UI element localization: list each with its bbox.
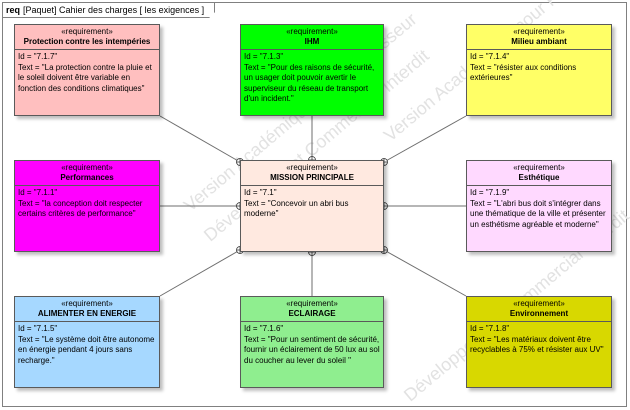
requirement-name: Milieu ambiant	[511, 37, 567, 46]
requirement-name: Environnement	[509, 309, 569, 318]
requirement-id: Id = "7.1.6"	[244, 324, 284, 333]
requirement-id: Id = "7.1.5"	[18, 324, 58, 333]
requirement-ihm[interactable]: «requirement»IHM Id = "7.1.3"Text = "Pou…	[240, 24, 384, 116]
requirement-mission-principale[interactable]: «requirement»MISSION PRINCIPALE Id = "7.…	[240, 160, 384, 252]
link-eclairage	[308, 248, 316, 296]
requirement-text: Text = "résister aux conditions extérieu…	[470, 62, 577, 83]
requirement-name: ALIMENTER EN ENERGIE	[37, 309, 137, 318]
requirement-id: Id = "7.1"	[244, 188, 277, 197]
link-energie	[159, 246, 244, 297]
frame-title: [Paquet] Cahier des charges [ les exigen…	[23, 5, 205, 15]
requirement-alimenter-energie[interactable]: «requirement»ALIMENTER EN ENERGIE Id = "…	[14, 296, 160, 388]
requirement-text: Text = "Concevoir un abri bus moderne"	[244, 198, 349, 219]
requirement-name: MISSION PRINCIPALE	[270, 173, 354, 182]
stereotype-label: «requirement»	[61, 163, 113, 172]
stereotype-label: «requirement»	[286, 163, 338, 172]
stereotype-label: «requirement»	[61, 27, 113, 36]
link-performances	[160, 202, 244, 210]
requirement-intemperies[interactable]: «requirement»Protection contre les intem…	[14, 24, 160, 116]
link-ihm	[308, 116, 316, 164]
requirement-name: IHM	[304, 37, 320, 46]
stereotype-label: «requirement»	[61, 299, 113, 308]
requirement-esthetique[interactable]: «requirement»Esthétique Id = "7.1.9"Text…	[466, 160, 612, 252]
stereotype-label: «requirement»	[513, 299, 565, 308]
requirement-text: Text = "la conception doit respecter cer…	[18, 198, 143, 219]
requirement-id: Id = "7.1.7"	[18, 52, 58, 61]
requirement-id: Id = "7.1.8"	[470, 324, 510, 333]
frame-keyword: req	[6, 5, 21, 15]
requirement-milieu-ambiant[interactable]: «requirement»Milieu ambiant Id = "7.1.4"…	[466, 24, 612, 116]
requirement-text: Text = "Pour des raisons de sécurité, un…	[244, 62, 375, 104]
stereotype-label: «requirement»	[286, 27, 338, 36]
requirement-text: Text = "L'abri bus doit s'intégrer dans …	[470, 198, 606, 229]
requirement-eclairage[interactable]: «requirement»ECLAIRAGE Id = "7.1.6"Text …	[240, 296, 384, 388]
requirement-text: Text = "La protection contre la pluie et…	[18, 62, 152, 93]
requirement-name: Esthétique	[518, 173, 560, 182]
diagram-frame: req[Paquet] Cahier des charges [ les exi…	[2, 2, 627, 407]
requirement-text: Text = "Pour un sentiment de sécurité, f…	[244, 334, 380, 365]
link-environnement	[380, 246, 467, 297]
requirement-text: Text = "Le système doit être autonome en…	[18, 334, 155, 365]
requirement-performances[interactable]: «requirement»Performances Id = "7.1.1"Te…	[14, 160, 160, 252]
link-intemperies	[159, 115, 244, 166]
stereotype-label: «requirement»	[513, 27, 565, 36]
requirement-name: Performances	[60, 173, 114, 182]
frame-header: req[Paquet] Cahier des charges [ les exi…	[3, 3, 215, 18]
requirement-text: Text = "Les matériaux doivent être recyc…	[470, 334, 604, 355]
requirement-id: Id = "7.1.1"	[18, 188, 58, 197]
requirement-id: Id = "7.1.9"	[470, 188, 510, 197]
requirement-name: ECLAIRAGE	[288, 309, 336, 318]
stereotype-label: «requirement»	[513, 163, 565, 172]
requirement-id: Id = "7.1.3"	[244, 52, 284, 61]
stereotype-label: «requirement»	[286, 299, 338, 308]
requirement-environnement[interactable]: «requirement»Environnement Id = "7.1.8"T…	[466, 296, 612, 388]
link-milieu	[380, 115, 467, 166]
requirement-id: Id = "7.1.4"	[470, 52, 510, 61]
link-esthetique	[380, 202, 466, 210]
requirement-name: Protection contre les intempéries	[23, 37, 151, 46]
